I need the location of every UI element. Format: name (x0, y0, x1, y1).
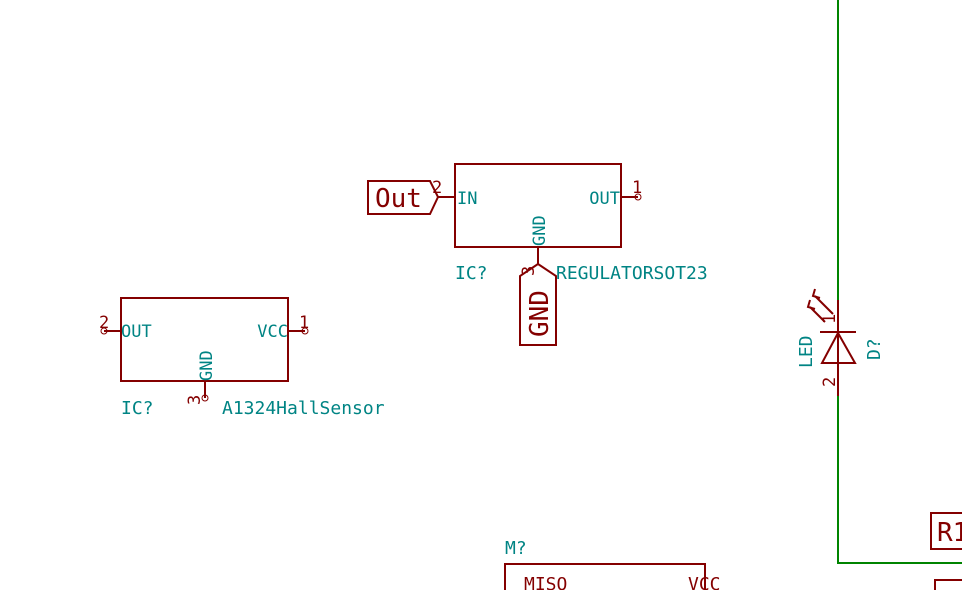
regulator-value: REGULATORSOT23 (556, 263, 708, 284)
regulator-pin2-number: 2 (432, 178, 442, 198)
module-pin-miso-name: MISO (524, 574, 567, 590)
hall-pin-out-name: OUT (121, 322, 152, 342)
hall-pin1-number: 1 (299, 313, 309, 333)
hall-sensor-value: A1324HallSensor (222, 398, 385, 419)
partial-component-bottom-right[interactable] (934, 579, 962, 590)
led-diode-symbol (820, 330, 857, 364)
led-pin1-number: 1 (820, 314, 840, 324)
out-label-text: Out (375, 184, 422, 214)
hall-pin-vcc-name: VCC (257, 322, 288, 342)
regulator-pin-gnd-name: GND (530, 215, 550, 246)
hall-pin3-number: 3 (185, 395, 205, 405)
regulator-pin-in-name: IN (457, 189, 477, 209)
led-component[interactable]: 1 2 LED D? (796, 288, 885, 396)
module-body[interactable] (504, 563, 706, 590)
hall-pin-gnd-name: GND (197, 350, 217, 381)
module-reference: M? (505, 538, 527, 559)
r-label-text: R1 (937, 518, 962, 548)
gnd-global-label[interactable]: GND (519, 262, 557, 346)
module-component[interactable]: M? MISO VCC (504, 538, 721, 590)
regulator-reference: IC? (455, 263, 488, 284)
module-pin-vcc-name: VCC (688, 574, 721, 590)
led-emission-arrows-icon (806, 288, 834, 323)
hall-sensor-component[interactable]: 2 OUT 1 VCC GND 3 IC? A1324HallSensor (99, 297, 385, 419)
regulator-component[interactable]: 2 IN 1 OUT GND 3 IC? REGULATORSOT23 (432, 163, 708, 284)
hall-pin2-number: 2 (99, 313, 109, 333)
regulator-pin-out-name: OUT (589, 189, 620, 209)
wire-led-bottom[interactable] (837, 396, 962, 564)
led-pin2-number: 2 (820, 377, 840, 387)
out-global-label[interactable]: Out (367, 180, 440, 215)
hall-sensor-reference: IC? (121, 398, 154, 419)
led-reference: D? (864, 338, 885, 360)
r-label[interactable]: R1 (930, 512, 962, 550)
regulator-pin1-number: 1 (632, 178, 642, 198)
led-value: LED (796, 335, 817, 368)
gnd-label-text: GND (525, 290, 555, 337)
